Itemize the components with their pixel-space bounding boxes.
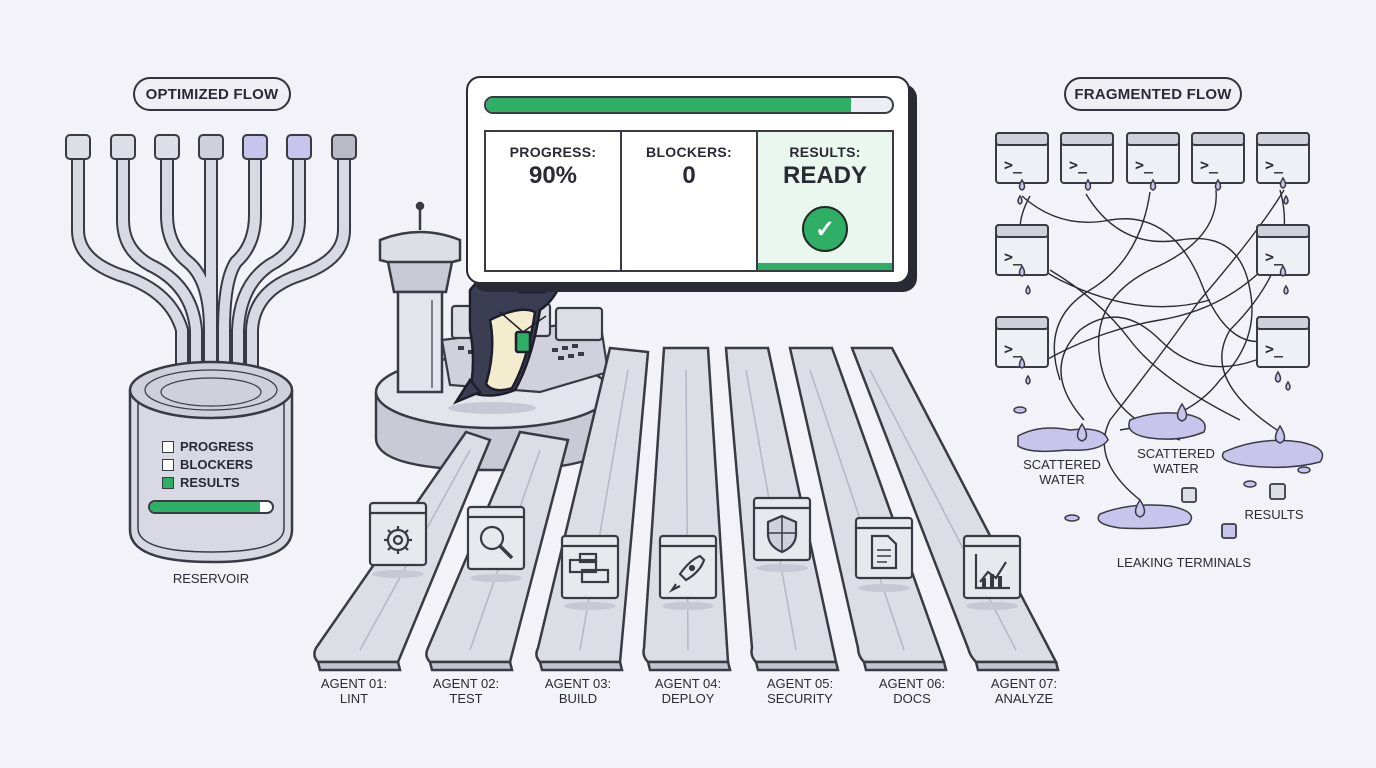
reservoir-progress-bar xyxy=(148,500,274,514)
results-strip xyxy=(758,263,892,270)
svg-text:>_: >_ xyxy=(1069,156,1088,174)
input-nodes xyxy=(65,134,357,160)
water-drips xyxy=(1017,176,1291,391)
legend-progress: PROGRESS xyxy=(162,438,254,456)
agent-card-docs xyxy=(854,516,914,592)
svg-text:>_: >_ xyxy=(1004,248,1023,266)
terminal-window xyxy=(1126,132,1180,184)
agent-label: AGENT 01: LINT xyxy=(320,676,388,706)
terminal-prompts: >_ >_ >_ >_ >_ >_ >_ >_ >_ xyxy=(1004,156,1284,358)
agent-card-lint xyxy=(368,501,428,578)
water-puddles xyxy=(1013,402,1324,530)
agent-card-test xyxy=(466,505,526,582)
results-cell: RESULTS: READY ✓ xyxy=(758,132,892,270)
shark-mascot xyxy=(448,258,564,414)
leaking-terminals-label: LEAKING TERMINALS xyxy=(1116,555,1252,570)
blockers-label: BLOCKERS: xyxy=(646,144,732,160)
agent-label: AGENT 06: DOCS xyxy=(878,676,946,706)
agent-cards xyxy=(368,496,1022,610)
svg-text:>_: >_ xyxy=(1265,248,1284,266)
agent-card-deploy xyxy=(658,534,718,610)
status-progress-bar xyxy=(484,96,894,114)
svg-text:>_: >_ xyxy=(1265,156,1284,174)
fragmented-flow-title: FRAGMENTED FLOW xyxy=(1064,77,1242,111)
control-tower xyxy=(378,201,462,394)
agent-label: AGENT 03: BUILD xyxy=(544,676,612,706)
terminal-window xyxy=(1256,316,1310,368)
svg-text:>_: >_ xyxy=(1004,156,1023,174)
progress-cell: PROGRESS: 90% xyxy=(486,132,622,270)
optimized-pipes xyxy=(71,153,351,402)
results-label: RESULTS: xyxy=(789,144,861,160)
terminal-window xyxy=(1060,132,1114,184)
reservoir-legend: PROGRESS BLOCKERS RESULTS xyxy=(162,438,254,492)
agent-label: AGENT 04: DEPLOY xyxy=(654,676,722,706)
svg-text:>_: >_ xyxy=(1135,156,1154,174)
blockers-cell: BLOCKERS: 0 xyxy=(622,132,758,270)
checkbox-icon xyxy=(162,441,174,453)
agent-label: AGENT 02: TEST xyxy=(432,676,500,706)
status-cells: PROGRESS: 90% BLOCKERS: 0 RESULTS: READY… xyxy=(484,130,894,272)
results-value: READY xyxy=(782,162,867,189)
terminal-window xyxy=(1256,132,1310,184)
legend-results: RESULTS xyxy=(162,474,254,492)
terminal-window xyxy=(995,132,1049,184)
terminal-window xyxy=(995,224,1049,276)
agent-card-build xyxy=(560,534,620,610)
status-panel: PROGRESS: 90% BLOCKERS: 0 RESULTS: READY… xyxy=(466,76,910,284)
terminal-window xyxy=(995,316,1049,368)
svg-text:>_: >_ xyxy=(1265,340,1284,358)
progress-value: 90% xyxy=(528,162,578,189)
reservoir-progress-fill xyxy=(150,502,260,512)
svg-text:>_: >_ xyxy=(1200,156,1219,174)
svg-text:>_: >_ xyxy=(1004,340,1023,358)
legend-blockers: BLOCKERS xyxy=(162,456,254,474)
checkmark-icon: ✓ xyxy=(802,206,848,252)
checkbox-icon xyxy=(162,459,174,471)
optimized-flow-title: OPTIMIZED FLOW xyxy=(133,77,291,111)
status-progress-fill xyxy=(486,98,852,112)
results-label-fragmented: RESULTS xyxy=(1244,507,1304,522)
terminal-window xyxy=(1191,132,1245,184)
result-cubes xyxy=(1181,483,1286,539)
reservoir-label: RESERVOIR xyxy=(172,571,250,586)
reservoir xyxy=(128,360,294,564)
blockers-value: 0 xyxy=(682,162,696,189)
terminal-windows xyxy=(995,132,1310,368)
agent-label: AGENT 07: ANALYZE xyxy=(990,676,1058,706)
agent-card-analyze xyxy=(962,534,1022,610)
agent-label: AGENT 05: SECURITY xyxy=(766,676,834,706)
scattered-water-label-right: SCATTERED WATER xyxy=(1137,446,1215,476)
checkbox-checked-icon xyxy=(162,477,174,489)
progress-label: PROGRESS: xyxy=(509,144,597,160)
agent-card-security xyxy=(752,496,812,572)
scattered-water-label-left: SCATTERED WATER xyxy=(1023,457,1101,487)
